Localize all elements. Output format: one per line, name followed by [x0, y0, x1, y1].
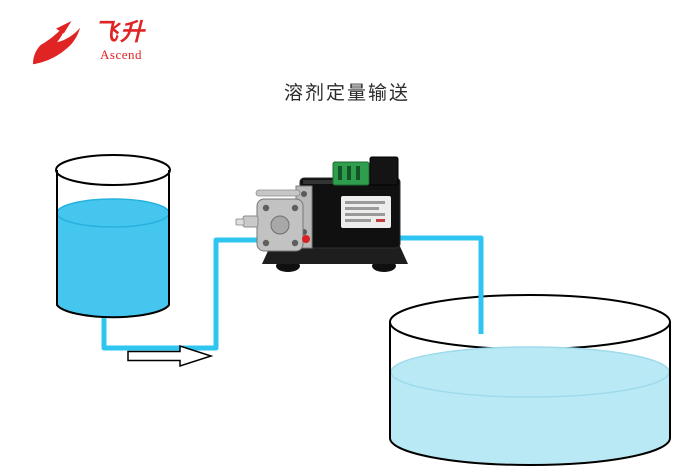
discharge-tube — [396, 235, 484, 334]
pump-head-bolt — [262, 239, 270, 247]
pump-nameplate-mark — [376, 219, 385, 222]
pump-inlet-tip — [235, 218, 245, 226]
destination-tank — [389, 294, 671, 466]
pump-inlet-fitting — [242, 215, 259, 228]
page-title: 溶剂定量输送 — [283, 83, 410, 104]
pump-nameplate-line — [345, 201, 385, 204]
flow-direction-arrow-icon — [127, 344, 214, 368]
brand-logo: 飞升 Ascend — [26, 20, 146, 70]
destination-tank-liquid — [391, 372, 669, 464]
suction-tube — [101, 237, 270, 351]
source-tank — [55, 154, 171, 319]
source-tank-liquid — [57, 213, 169, 318]
destination-tank-opening — [389, 294, 671, 350]
brand-name-cn: 飞升 — [94, 18, 146, 46]
pump-head-bolt — [291, 204, 299, 212]
source-tank-wall — [56, 170, 170, 319]
pump-nameplate-line — [345, 219, 371, 222]
pump-nameplate-line — [345, 213, 385, 216]
brand-name-en: Ascend — [100, 47, 142, 62]
pump-head-bolt — [262, 204, 270, 212]
ascend-bird-logo-icon — [33, 20, 81, 65]
destination-tank-liquid-surface — [390, 346, 670, 398]
pump-head-center — [270, 215, 290, 235]
pump-top-box — [369, 156, 399, 186]
pump-bolt — [301, 191, 307, 197]
source-tank-opening — [55, 154, 171, 186]
pump-terminal-slot — [347, 166, 351, 180]
metering-pump — [235, 156, 408, 272]
pump-shaft — [255, 189, 301, 197]
source-tank-liquid-surface — [56, 198, 170, 228]
destination-tank-wall — [389, 322, 671, 466]
pump-terminal-slot — [356, 166, 360, 180]
pump-indicator-dot — [302, 235, 310, 243]
pump-terminal-slot — [338, 166, 342, 180]
pump-nameplate — [341, 196, 391, 228]
pump-nameplate-line — [345, 207, 379, 210]
pump-head-bolt — [291, 239, 299, 247]
